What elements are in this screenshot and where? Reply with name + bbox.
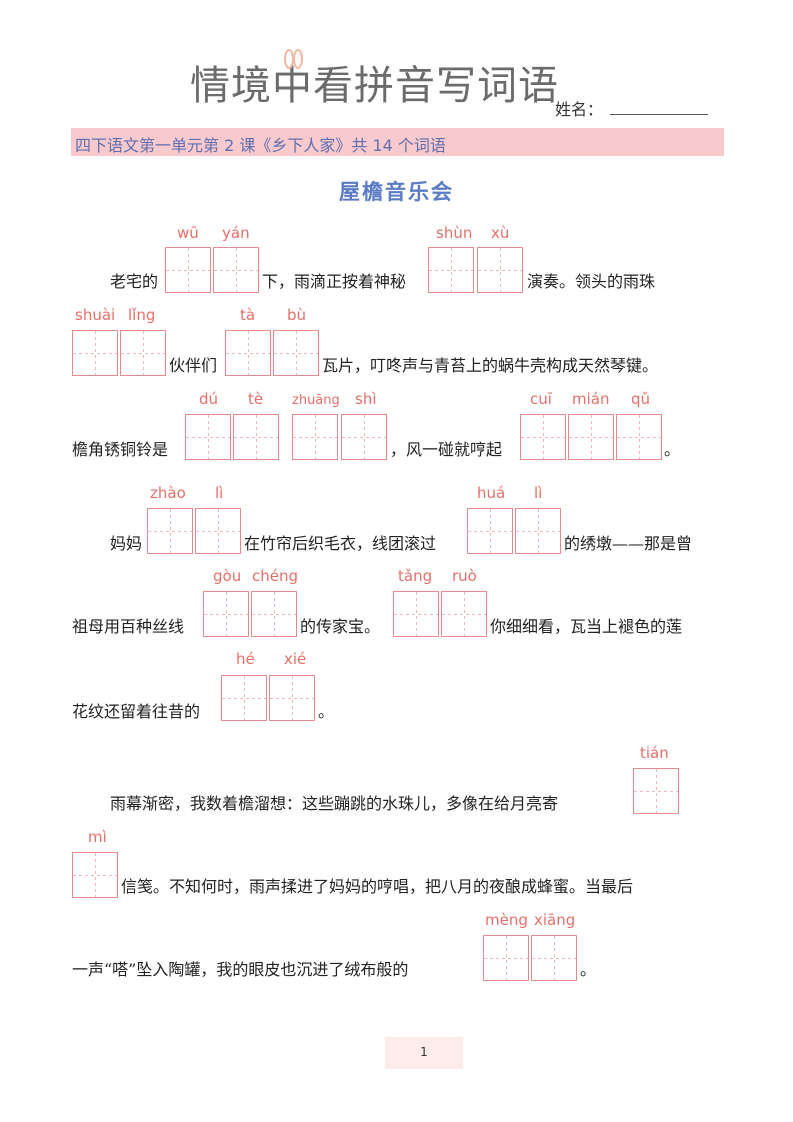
passage-text: 。 bbox=[664, 440, 681, 459]
lesson-banner: 四下语文第一单元第 2 课《乡下人家》共 14 个词语 bbox=[71, 128, 724, 156]
pinyin-label: tà bbox=[240, 306, 256, 324]
pinyin-label: mián bbox=[572, 390, 610, 408]
bunny-ears-icon bbox=[284, 49, 303, 69]
pinyin-label: huá bbox=[477, 484, 506, 502]
writing-grid-cell[interactable] bbox=[72, 852, 118, 898]
pinyin-label: gòu bbox=[213, 567, 242, 585]
pinyin-label: cuī bbox=[530, 390, 552, 408]
pinyin-label: yán bbox=[222, 224, 250, 242]
pinyin-label: tǎng bbox=[398, 567, 433, 585]
pinyin-label: lǐng bbox=[128, 306, 156, 324]
pinyin-label: tè bbox=[248, 390, 264, 408]
pinyin-label: ruò bbox=[452, 567, 477, 585]
writing-grid-cell[interactable] bbox=[120, 330, 166, 376]
writing-grid-cell[interactable] bbox=[213, 247, 259, 293]
writing-grid-cell[interactable] bbox=[483, 935, 529, 981]
passage-text: 的绣墩——那是曾 bbox=[564, 534, 693, 553]
writing-grid-cell[interactable] bbox=[441, 591, 487, 637]
pinyin-label: shùn bbox=[436, 224, 473, 242]
pinyin-label: mèng bbox=[485, 911, 528, 929]
passage-text: 妈妈 bbox=[110, 534, 143, 553]
passage-text: 花纹还留着往昔的 bbox=[72, 702, 201, 721]
passage-text: 在竹帘后织毛衣，线团滚过 bbox=[244, 534, 437, 553]
worksheet-logo: 情境中看拼音写词语 bbox=[190, 63, 559, 109]
passage-text: 老宅的 bbox=[110, 272, 159, 291]
page-number: 1 bbox=[420, 1045, 428, 1059]
writing-grid-cell[interactable] bbox=[520, 414, 566, 460]
pinyin-label: wū bbox=[177, 224, 199, 242]
writing-grid-cell[interactable] bbox=[616, 414, 662, 460]
pinyin-label: hé bbox=[236, 650, 255, 668]
writing-grid-cell[interactable] bbox=[273, 330, 319, 376]
pinyin-label: dú bbox=[199, 390, 219, 408]
writing-grid-cell[interactable] bbox=[195, 508, 241, 554]
writing-grid-cell[interactable] bbox=[292, 414, 338, 460]
passage-text: 。 bbox=[318, 702, 335, 721]
writing-grid-cell[interactable] bbox=[147, 508, 193, 554]
lesson-banner-text: 四下语文第一单元第 2 课《乡下人家》共 14 个词语 bbox=[75, 136, 446, 155]
passage-text: 下，雨滴正按着神秘 bbox=[262, 272, 407, 291]
writing-grid-cell[interactable] bbox=[393, 591, 439, 637]
passage-text: 信笺。不知何时，雨声揉进了妈妈的哼唱，把八月的夜酿成蜂蜜。当最后 bbox=[121, 877, 634, 896]
writing-grid-cell[interactable] bbox=[251, 591, 297, 637]
passage-text: 伙伴们 bbox=[169, 356, 218, 375]
pinyin-label: xié bbox=[284, 650, 307, 668]
passage-text: ，风一碰就哼起 bbox=[390, 440, 503, 459]
writing-grid-cell[interactable] bbox=[165, 247, 211, 293]
passage-text: 祖母用百种丝线 bbox=[72, 617, 185, 636]
pinyin-label: chéng bbox=[252, 567, 299, 585]
writing-grid-cell[interactable] bbox=[269, 675, 315, 721]
writing-grid-cell[interactable] bbox=[428, 247, 474, 293]
writing-grid-cell[interactable] bbox=[233, 414, 279, 460]
writing-grid-cell[interactable] bbox=[341, 414, 387, 460]
writing-grid-cell[interactable] bbox=[225, 330, 271, 376]
passage-text: 雨幕渐密，我数着檐溜想：这些蹦跳的水珠儿，多像在给月亮寄 bbox=[110, 794, 559, 813]
writing-grid-cell[interactable] bbox=[185, 414, 231, 460]
pinyin-label: lì bbox=[215, 484, 224, 502]
page-number-box: 1 bbox=[385, 1037, 463, 1069]
pinyin-label: shì bbox=[355, 390, 377, 408]
writing-grid-cell[interactable] bbox=[515, 508, 561, 554]
passage-text: 瓦片，叮咚声与青苔上的蜗牛壳构成天然琴键。 bbox=[322, 356, 659, 375]
passage-title: 屋檐音乐会 bbox=[339, 179, 454, 204]
passage-text: 一声“嗒”坠入陶罐，我的眼皮也沉进了绒布般的 bbox=[72, 960, 409, 979]
passage-text: 檐角锈铜铃是 bbox=[72, 440, 169, 459]
pinyin-label: lì bbox=[534, 484, 543, 502]
writing-grid-cell[interactable] bbox=[531, 935, 577, 981]
passage-text: 你细细看，瓦当上褪色的莲 bbox=[490, 617, 683, 636]
writing-grid-cell[interactable] bbox=[203, 591, 249, 637]
name-blank[interactable] bbox=[610, 114, 708, 115]
pinyin-label: qǔ bbox=[631, 390, 651, 408]
writing-grid-cell[interactable] bbox=[72, 330, 118, 376]
pinyin-label: xù bbox=[491, 224, 510, 242]
pinyin-label: zhuāng bbox=[292, 393, 340, 408]
writing-grid-cell[interactable] bbox=[633, 768, 679, 814]
writing-grid-cell[interactable] bbox=[568, 414, 614, 460]
passage-text: 的传家宝。 bbox=[300, 617, 381, 636]
writing-grid-cell[interactable] bbox=[477, 247, 523, 293]
pinyin-label: mì bbox=[88, 828, 107, 846]
writing-grid-cell[interactable] bbox=[221, 675, 267, 721]
pinyin-label: zhào bbox=[150, 484, 186, 502]
pinyin-label: shuài bbox=[75, 306, 116, 324]
pinyin-label: tián bbox=[640, 744, 669, 762]
passage-text: 演奏。领头的雨珠 bbox=[527, 272, 656, 291]
pinyin-label: xiāng bbox=[534, 911, 576, 929]
passage-text: 。 bbox=[580, 960, 597, 979]
writing-grid-cell[interactable] bbox=[467, 508, 513, 554]
pinyin-label: bù bbox=[287, 306, 307, 324]
name-label: 姓名： bbox=[555, 100, 604, 119]
